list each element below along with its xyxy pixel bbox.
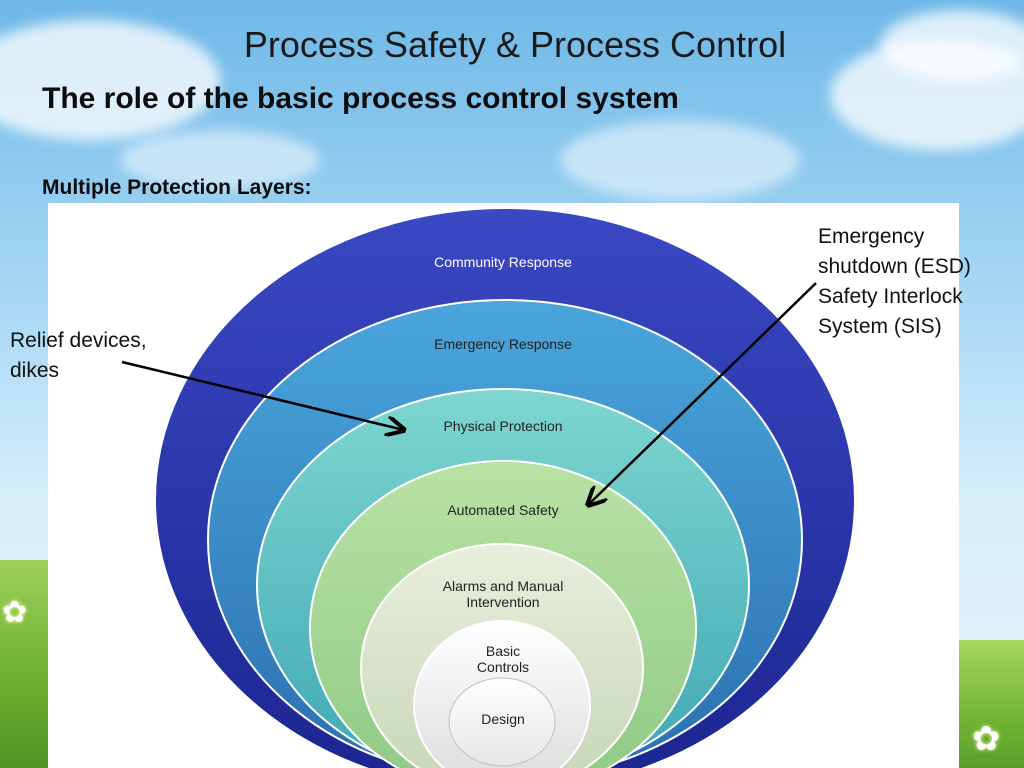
background-cloud	[0, 20, 220, 140]
layer-label-design: Design	[481, 711, 525, 727]
layer-label-automated-safety: Automated Safety	[447, 502, 558, 518]
background-cloud	[120, 130, 320, 190]
slide-subtitle: The role of the basic process control sy…	[42, 82, 679, 115]
slide-title: Process Safety & Process Control	[243, 24, 787, 65]
grass-decoration-right	[958, 640, 1024, 768]
background-cloud	[560, 120, 800, 200]
arrow-emergency-shutdown	[588, 282, 817, 505]
callout-relief-devices: Relief devices, dikes	[10, 329, 147, 382]
layer-label-community-response: Community Response	[434, 254, 572, 270]
layer-label-physical-protection: Physical Protection	[443, 418, 562, 434]
flower-icon: ✿	[972, 719, 1001, 759]
layer-design	[448, 677, 556, 767]
background-cloud	[880, 10, 1024, 80]
layer-label-emergency-response: Emergency Response	[434, 336, 572, 352]
flower-icon: ✿	[2, 595, 28, 630]
section-label: Multiple Protection Layers:	[42, 176, 312, 199]
callout-emergency-shutdown: Emergency shutdown (ESD) Safety Interloc…	[818, 225, 971, 338]
grass-decoration-left	[0, 560, 48, 768]
arrow-relief-devices	[121, 360, 404, 430]
